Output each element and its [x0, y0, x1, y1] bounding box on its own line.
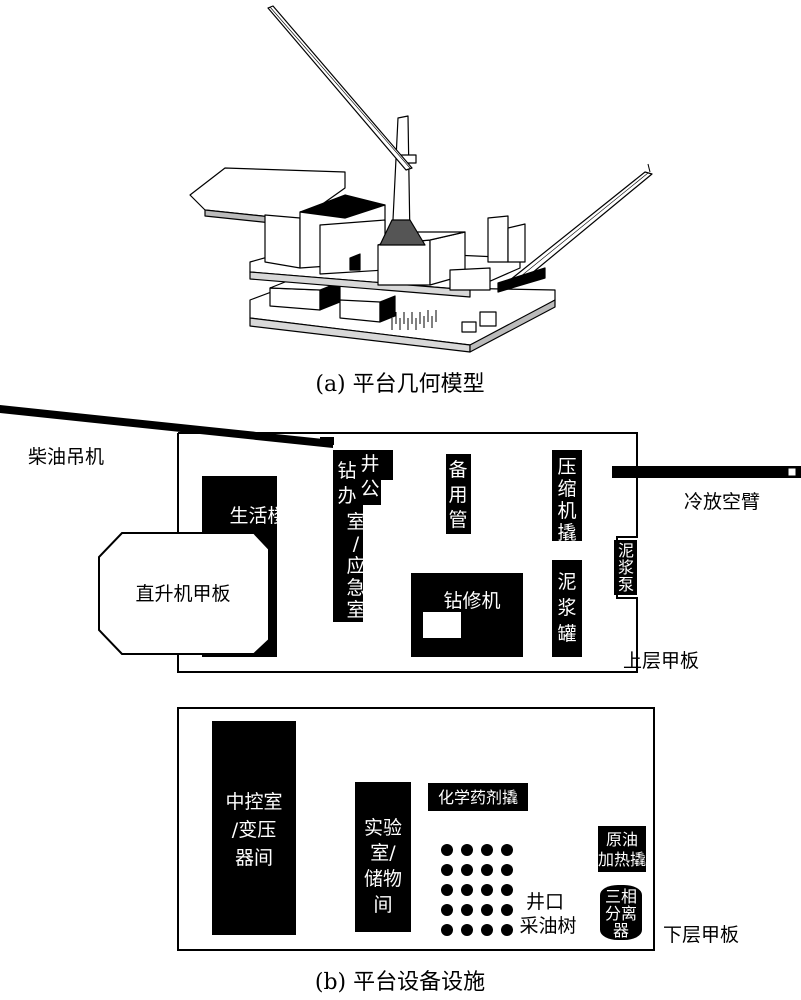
svg-text:间: 间 — [373, 894, 392, 916]
svg-text:器间: 器间 — [235, 847, 273, 869]
crane-boom-line — [0, 405, 333, 448]
svg-text:泵: 泵 — [618, 575, 634, 594]
heater-skid: 原油 加热撬 — [598, 826, 646, 872]
svg-text:三相: 三相 — [605, 887, 637, 906]
mud-tank: 泥 浆 罐 — [552, 560, 582, 657]
workover-rig: 钻修机 — [411, 573, 523, 657]
svg-text:化学药剂撬: 化学药剂撬 — [438, 788, 518, 807]
svg-text:原油: 原油 — [606, 830, 638, 849]
svg-text:备: 备 — [448, 459, 467, 481]
svg-text:井口: 井口 — [526, 891, 564, 913]
svg-text:管: 管 — [448, 509, 467, 531]
lower-deck-label: 下层甲板 — [663, 924, 739, 946]
svg-text:缩: 缩 — [557, 478, 576, 500]
compressor-skid: 压 缩 机 撬 — [552, 450, 582, 544]
svg-text:实验: 实验 — [364, 817, 402, 839]
svg-text:压: 压 — [557, 456, 576, 478]
svg-text:储物: 储物 — [364, 868, 402, 890]
caption-a: (a) 平台几何模型 — [315, 372, 484, 397]
model-wellhead-pins — [391, 310, 437, 330]
svg-text:办: 办 — [337, 485, 356, 507]
svg-text:器: 器 — [613, 921, 629, 940]
svg-text:钻修机: 钻修机 — [443, 590, 500, 612]
svg-text:公: 公 — [360, 478, 379, 500]
svg-text:井: 井 — [360, 453, 379, 475]
control-room: 中控室 /变压 器间 — [212, 721, 296, 935]
svg-text:急: 急 — [346, 577, 365, 599]
svg-text:/变压: /变压 — [232, 819, 276, 841]
svg-text:/: / — [353, 533, 360, 555]
svg-text:采油树: 采油树 — [519, 915, 576, 937]
lower-deck-plan: 中控室 /变压 器间 实验 室/ 储物 间 化学药剂撬 井口 采油树 — [177, 707, 739, 951]
svg-text:直升机甲板: 直升机甲板 — [135, 583, 230, 605]
mud-pump: 泥 浆 泵 — [614, 540, 637, 595]
svg-text:机: 机 — [557, 500, 576, 522]
svg-text:分离: 分离 — [605, 904, 637, 923]
svg-text:室/: 室/ — [370, 842, 396, 864]
wellhead-label: 井口 采油树 — [519, 891, 576, 937]
wellhead-array — [441, 844, 513, 936]
svg-text:浆: 浆 — [557, 597, 576, 619]
lower-deck-outline — [177, 707, 655, 951]
svg-text:用: 用 — [448, 484, 467, 506]
svg-text:加热撬: 加热撬 — [598, 850, 646, 869]
helideck — [98, 532, 270, 655]
upper-deck-label: 上层甲板 — [623, 650, 699, 672]
svg-text:钻: 钻 — [337, 460, 356, 482]
svg-text:浆: 浆 — [618, 558, 634, 577]
svg-text:撬: 撬 — [557, 522, 576, 544]
svg-text:应: 应 — [346, 555, 365, 577]
spare-pipe: 备 用 管 — [446, 454, 471, 534]
svg-text:生活楼: 生活楼 — [229, 505, 286, 527]
svg-text:泥: 泥 — [618, 541, 634, 560]
svg-text:中控室: 中控室 — [225, 791, 282, 813]
upper-deck-plan: 柴油吊机 生活楼 直升机甲板 钻 井 办 公 室 / 应 急 室 备 用 管 — [0, 405, 801, 673]
vent-boom-label: 冷放空臂 — [684, 491, 760, 513]
svg-text:室: 室 — [346, 511, 365, 533]
platform-3d-model — [189, 5, 653, 353]
vent-boom — [612, 466, 801, 478]
lab-storage: 实验 室/ 储物 间 — [355, 782, 411, 932]
chemical-skid: 化学药剂撬 — [428, 783, 528, 811]
crane-label: 柴油吊机 — [28, 446, 104, 468]
three-phase-separator: 三相 分离 器 — [600, 885, 642, 940]
svg-text:罐: 罐 — [557, 623, 576, 645]
drilling-office-label: 钻 井 办 公 室 / 应 急 室 — [337, 453, 379, 621]
svg-text:泥: 泥 — [557, 571, 576, 593]
caption-b: (b) 平台设备设施 — [315, 970, 485, 995]
drilling-office — [333, 450, 363, 622]
svg-text:室: 室 — [346, 599, 365, 621]
